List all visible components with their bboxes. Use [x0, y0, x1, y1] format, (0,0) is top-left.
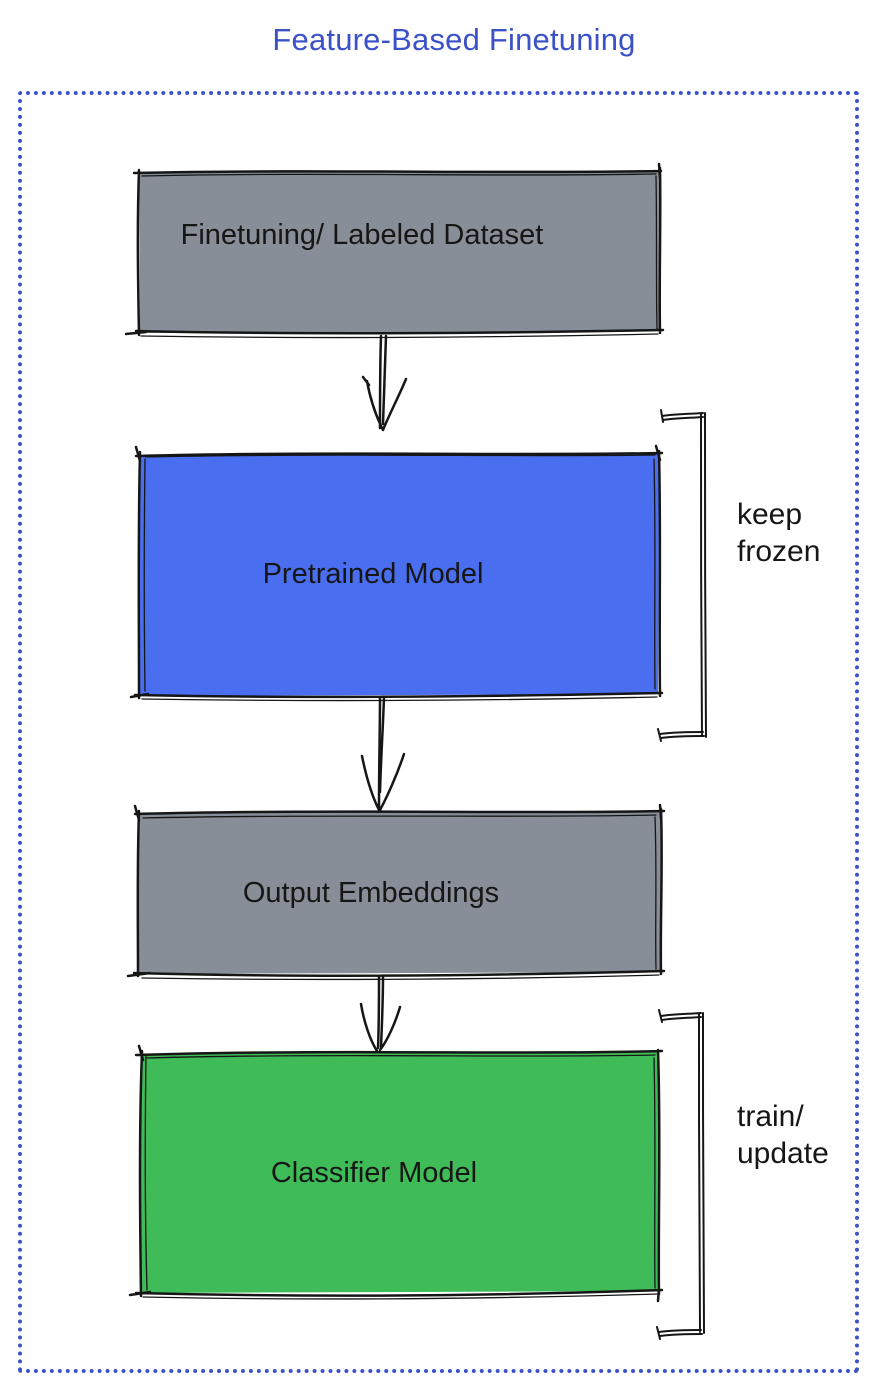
keep-frozen-line2: frozen: [737, 535, 821, 568]
keep-frozen-label: keep frozen: [737, 496, 820, 570]
dashed-frame: [18, 91, 859, 1373]
classifier-box-label: Classifier Model: [270, 1156, 478, 1189]
page-title: Feature-Based Finetuning: [272, 22, 636, 57]
dataset-box-label: Finetuning/ Labeled Dataset: [180, 219, 544, 251]
pretrained-box-label: Pretrained Model: [262, 558, 484, 590]
keep-frozen-line1: keep: [737, 498, 803, 531]
train-update-line1: train/: [737, 1100, 804, 1133]
embeddings-box-label: Output Embeddings: [242, 876, 500, 909]
train-update-label: train/ update: [737, 1098, 829, 1172]
train-update-line2: update: [737, 1137, 829, 1170]
